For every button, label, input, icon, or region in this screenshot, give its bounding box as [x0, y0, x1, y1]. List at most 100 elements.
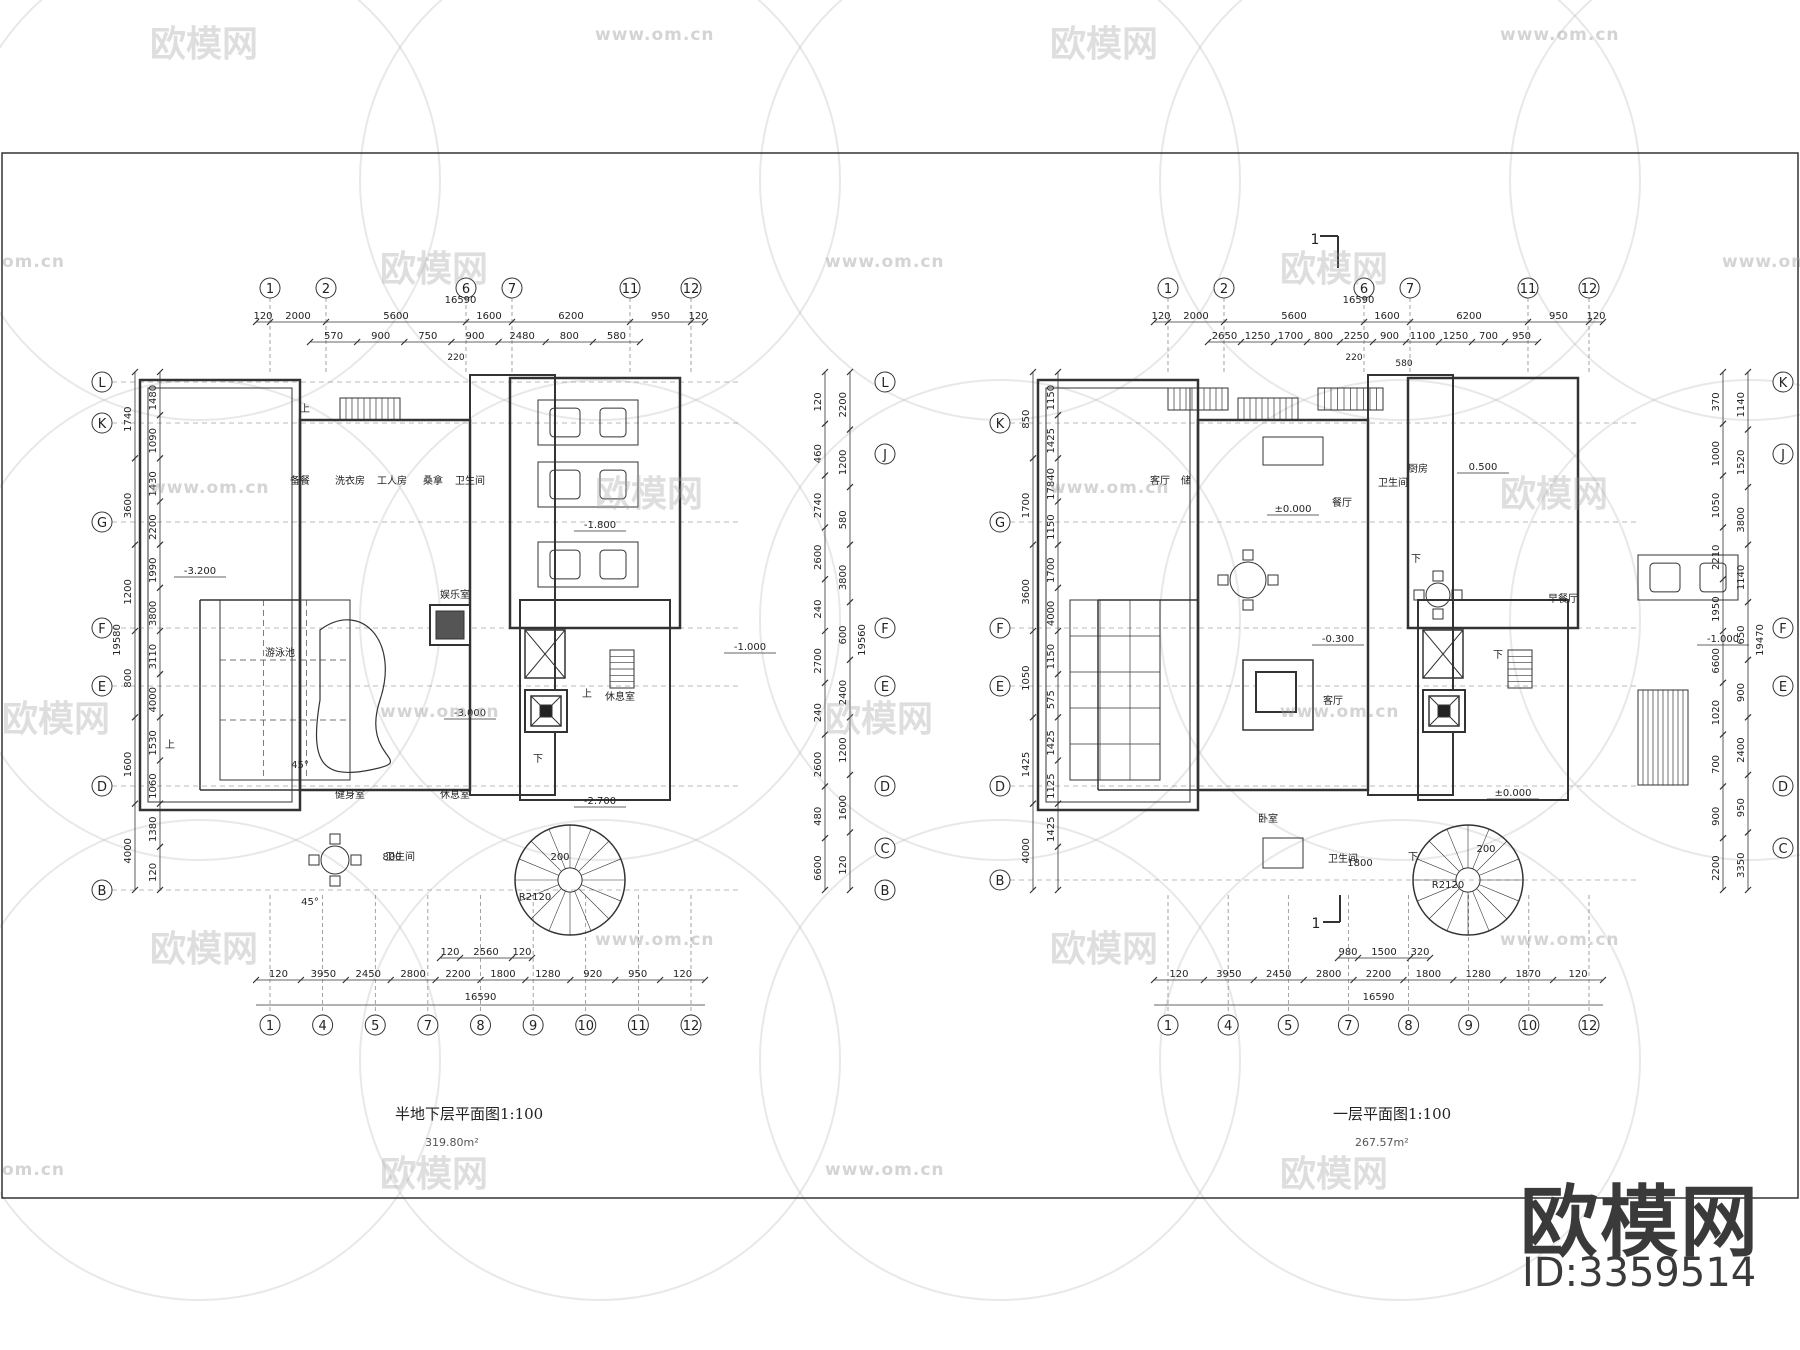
annotation-mark: 下: [1493, 650, 1503, 661]
right-dimension: 1950: [1711, 596, 1722, 621]
line: [846, 426, 854, 433]
line: [821, 523, 829, 531]
line: [656, 976, 664, 984]
axis-label: 1: [266, 282, 274, 297]
right-row-axis-bubble: [1772, 617, 1794, 639]
line: [322, 318, 330, 326]
line: [821, 782, 829, 790]
line: [1534, 338, 1542, 346]
room-label: 卧室: [1258, 812, 1278, 825]
table-set: [308, 833, 362, 887]
line: [1549, 976, 1557, 984]
right-row-axis-bubble: [874, 617, 896, 639]
axis-label: 12: [1581, 282, 1598, 297]
line: [131, 713, 139, 721]
fireplace-core: [1437, 704, 1451, 718]
line: [581, 884, 621, 902]
axis-label: 10: [577, 1019, 594, 1034]
right-sub-dimension: 1140: [1736, 565, 1747, 590]
line: [1054, 757, 1062, 764]
line: [530, 888, 562, 920]
right-dimension: 6600: [813, 855, 824, 880]
chair: [1413, 589, 1425, 601]
terrace-inner: [147, 387, 293, 803]
line: [1422, 629, 1464, 679]
right-sub-dimension: 1140: [1736, 392, 1747, 417]
top-small-dimension: 220: [447, 353, 464, 363]
bottom-dimension: 2450: [356, 969, 381, 980]
car-rear-window: [599, 549, 627, 580]
right-sub-dimension: 2400: [1736, 737, 1747, 762]
axis-label: E: [996, 680, 1004, 695]
left-sub-dimension: 1060: [148, 773, 159, 798]
top-dimension: 5600: [383, 311, 408, 322]
right-dimension: 1020: [1711, 700, 1722, 725]
line: [1744, 829, 1752, 836]
stair-symbol: [609, 649, 635, 689]
right-dimension: 2600: [813, 545, 824, 570]
bottom-dimension: 1280: [535, 969, 560, 980]
line: [524, 629, 566, 679]
bottom-sub-dimension: 320: [1410, 947, 1429, 958]
bottom-sub-dimension: 980: [1338, 947, 1357, 958]
line: [156, 584, 164, 592]
watermark-arc: [759, 379, 1241, 861]
line: [1360, 318, 1368, 326]
line: [1303, 338, 1311, 346]
car-body: [537, 399, 639, 446]
watermark-url: www.om.cn: [1280, 702, 1400, 722]
right-dimension: 700: [1711, 755, 1722, 774]
right-row-axis-bubble: [874, 443, 896, 465]
axis-label: K: [996, 417, 1005, 432]
left-dimension: 3600: [123, 493, 134, 518]
line: [1744, 426, 1752, 433]
annotation-mark: 上: [165, 739, 175, 751]
line: [611, 976, 619, 984]
line: [131, 627, 139, 635]
annotation-mark: 下: [1408, 852, 1418, 863]
plan-title-first-floor: 一层平面图1:100: [1333, 1105, 1452, 1123]
line: [387, 976, 395, 984]
right-dimension: 370: [1711, 392, 1722, 411]
level-mark: -2.700: [584, 796, 616, 807]
chair: [329, 875, 341, 887]
bottom-total-dimension: 16590: [465, 992, 497, 1003]
south-wing-wall: [519, 599, 671, 801]
line: [1428, 840, 1460, 872]
bottom-dimension: 950: [628, 969, 647, 980]
axis-label: 11: [1520, 282, 1537, 297]
watermark-logo: 欧模网: [1280, 1154, 1389, 1195]
top-dimension: 1600: [1374, 311, 1399, 322]
annotation-mark: 1800: [1347, 858, 1372, 869]
room-label: 休息室: [605, 690, 635, 703]
room-label: 游泳池: [265, 646, 295, 659]
left-sub-dimension: 1380: [148, 817, 159, 842]
axis-label: F: [881, 622, 888, 637]
line: [687, 318, 695, 326]
line: [1585, 318, 1593, 326]
car-windshield: [549, 469, 581, 500]
watermark-arc: [359, 819, 841, 1301]
right-dimension: 120: [813, 392, 824, 411]
line: [1476, 840, 1508, 872]
left-dimension: 1425: [1021, 752, 1032, 777]
top-small-dimension: 220: [1345, 353, 1362, 363]
car-windshield: [549, 407, 581, 438]
left-dimension: 3600: [1021, 579, 1032, 604]
line: [846, 483, 854, 491]
line: [1426, 954, 1434, 962]
right-row-axis-bubble: [874, 675, 896, 697]
line: [821, 575, 829, 583]
main-wall-center: [1367, 374, 1454, 796]
spiral-core: [557, 867, 583, 893]
annotation-mark: 上: [582, 688, 592, 700]
level-mark: -3.200: [184, 566, 216, 577]
line: [353, 338, 361, 346]
right-dimension: 2740: [813, 493, 824, 518]
axis-label: 1: [1164, 282, 1172, 297]
watermark-url: www.om.cn: [825, 1160, 945, 1180]
line: [821, 420, 829, 428]
right-dimension: 1000: [1711, 441, 1722, 466]
bottom-dimension: 1870: [1515, 969, 1540, 980]
axis-label: 12: [1581, 1019, 1598, 1034]
